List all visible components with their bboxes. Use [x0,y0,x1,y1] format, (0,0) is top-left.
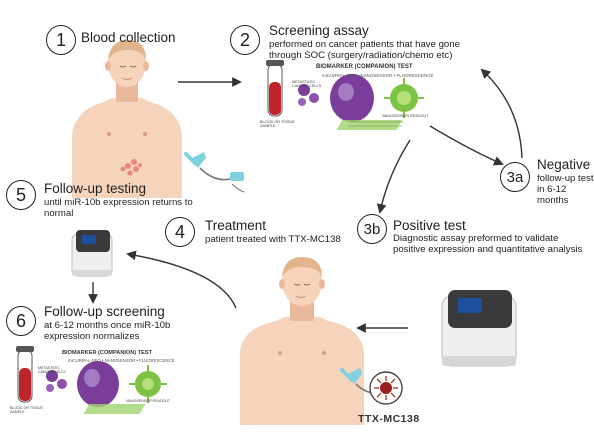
followup-sublabel-1: miCURRAL-SEQ [68,358,101,363]
step-3a-title: Negative test [537,157,594,172]
assay-sublabel-1: miCURRAL-SEQ [322,73,357,78]
step-2-title: Screening assay [269,23,369,38]
followup-assay-sublabels: miCURRAL-SEQ • NANOSENSOR • FLUORESCENCE [68,358,175,363]
patient-figure-1 [72,40,182,198]
arrow-assay-to-3a [429,125,504,166]
assay-panel-followup: BIOMARKER (COMPANION) TEST miCURRAL-SEQ … [4,344,194,424]
diagnostic-device-small [71,230,113,277]
assay-heading: BIOMARKER (COMPANION) TEST [316,64,413,70]
assay-sublabel-3: FLUORESCENCE [396,73,434,78]
assay-sample-label: BLOOD OR TISSUE SAMPLE [260,120,295,129]
followup-readout-label: NANOSENSOR READOUT [126,399,171,403]
followup-cell-label: METASTATIC CANCER CELLS [38,366,66,374]
nanoparticle-icon [369,371,403,405]
step-6-title: Follow-up screening [44,304,165,319]
tumor-marker [120,159,142,176]
assay-panel-main: BIOMARKER (COMPANION) TEST miCURRAL-SEQ … [254,58,454,140]
diagnostic-device-large [441,290,517,367]
assay-sublabels: miCURRAL-SEQ • NANOSENSOR • FLUORESCENCE [322,73,434,78]
blood-collection-tube [184,152,245,193]
step-3b-description: Diagnostic assay preformed to validate p… [393,233,583,256]
followup-assay-heading: BIOMARKER (COMPANION) TEST [62,350,153,356]
step-1-title: Blood collection [81,30,176,45]
arrow-3a-to-screening [480,68,523,159]
step-6-description: at 6-12 months once miR-10b expression n… [44,320,171,343]
step-1-number: 1 [46,25,76,55]
arrow-4-to-5 [126,250,237,309]
followup-sublabel-3: FLUORESCENCE [139,358,175,363]
assay-sublabel-2: NANOSENSOR [360,73,393,78]
step-4-description: patient treated with TTX-MC138 [205,234,341,245]
step-4-title: Treatment [205,218,267,233]
step-3b-number: 3b [357,214,387,244]
arrow-assay-to-3b [376,139,411,214]
step-6-number: 6 [6,306,36,336]
step-3a-number: 3a [500,162,530,192]
followup-sample-label: BLOOD OR TISSUE SAMPLE [10,406,43,414]
step-3a-description: follow-up test in 6-12 months [537,173,594,207]
step-3b-title: Positive test [393,218,466,233]
step-5-number: 5 [6,180,36,210]
followup-sublabel-2: NANOSENSOR [104,358,136,363]
assay-readout-label: NANOSENSOR READOUT [382,114,429,118]
patient-figure-2 [240,257,364,425]
drug-label: TTX-MC138 [358,413,420,425]
assay-cell-label: METASTATIC CANCER CELLS [292,80,322,89]
step-5-title: Follow-up testing [44,181,147,196]
step-5-description: until miR-10b expression returns to norm… [44,197,193,220]
step-2-number: 2 [230,25,260,55]
step-4-number: 4 [165,217,195,247]
step-2-description: performed on cancer patients that have g… [269,39,460,62]
